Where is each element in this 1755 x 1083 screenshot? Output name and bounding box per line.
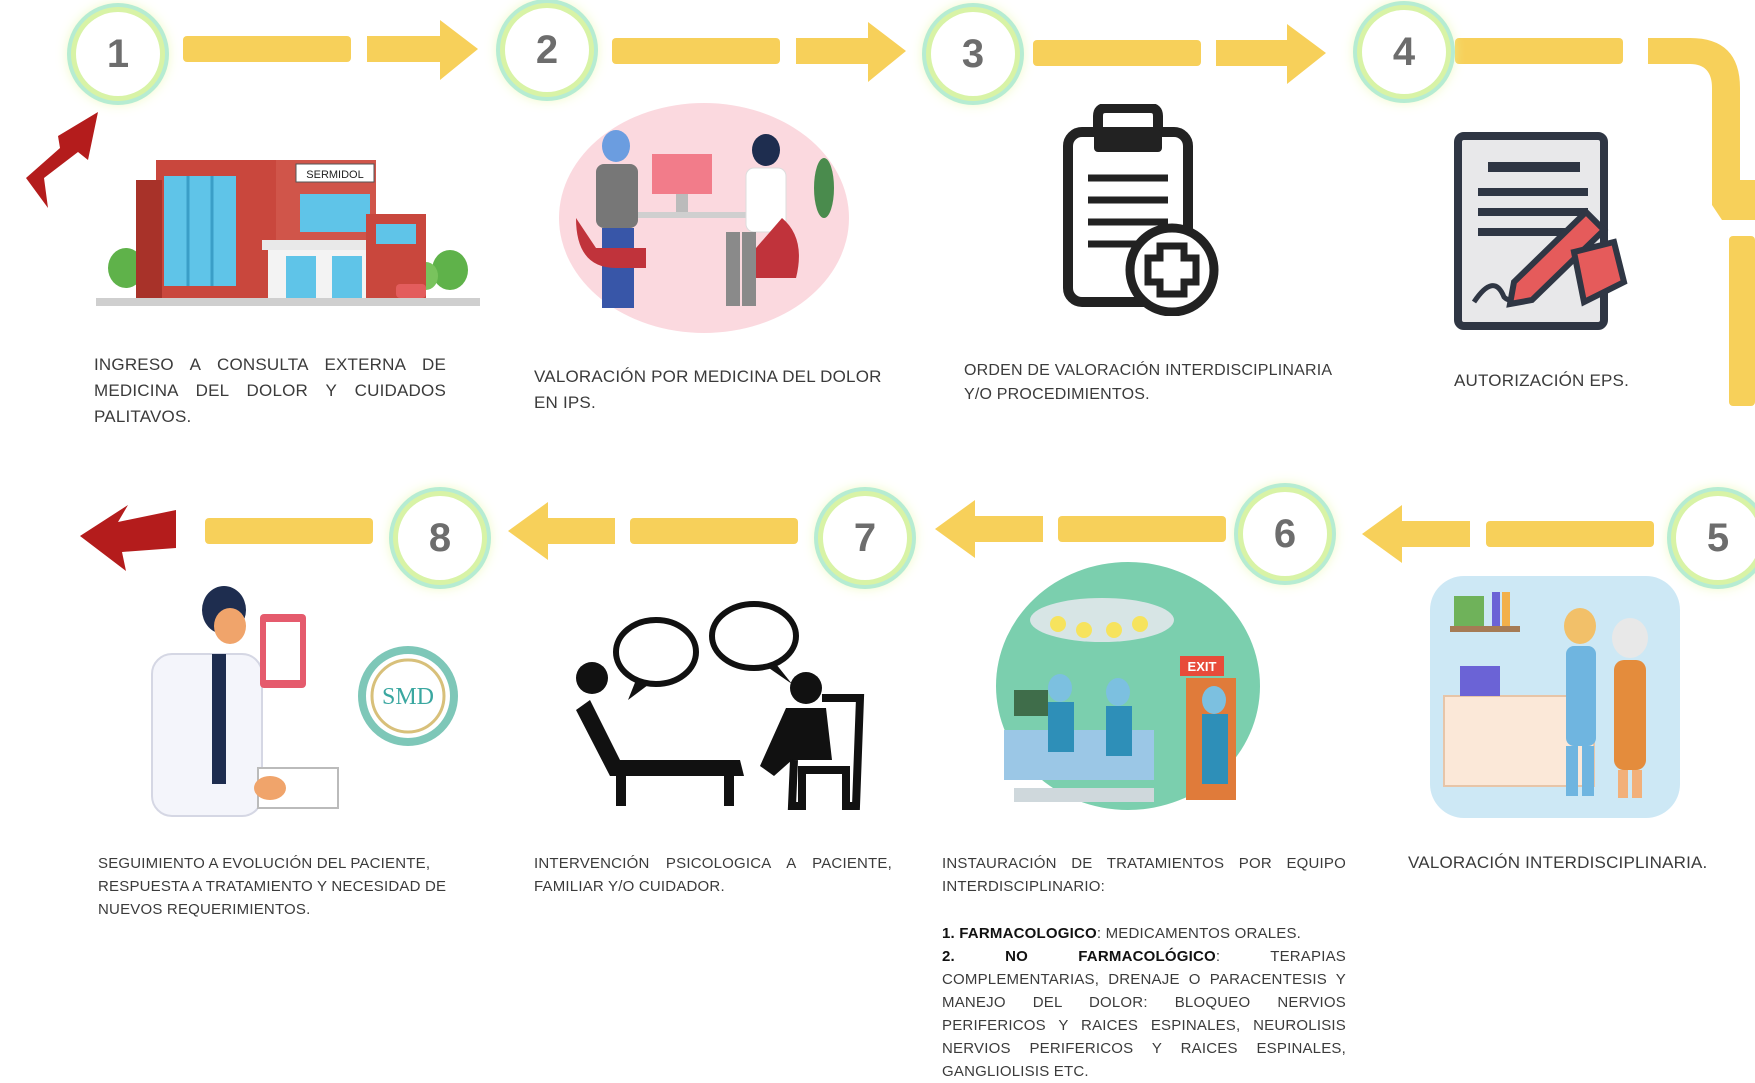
step-6-spacer [942,898,1346,922]
step-5-caption: VALORACIÓN INTERDISCIPLINARIA. [1408,853,1708,872]
hospital-sign: SERMIDOL [306,169,363,181]
step-number-6: 6 [1243,492,1327,576]
step-6-item-1-text: : MEDICAMENTOS ORALES. [1096,925,1302,942]
arrow-1-to-2 [183,20,478,80]
clipboard-plus-icon [1063,104,1219,316]
nurse-elderly-icon [1430,576,1680,818]
end-arrow-icon [80,505,176,571]
step-6-text: INSTAURACIÓN DE TRATAMIENTOS POR EQUIPO … [942,855,1346,895]
operating-room-icon: EXIT [996,562,1260,810]
start-arrow-icon [26,112,98,208]
doctor-followup-icon: SMD [151,586,458,817]
step-number-1: 1 [76,12,160,96]
arrow-4-to-5 [1455,38,1755,406]
psychology-session-icon [576,601,865,810]
step-2-caption: VALORACIÓN POR MEDICINA DEL DOLOR EN IPS… [534,367,882,412]
arrow-3-to-4 [1033,24,1326,84]
exit-sign: EXIT [1188,659,1217,674]
step-number-4: 4 [1362,10,1446,94]
step-6-item-2: 2. NO FARMACOLÓGICO: TERAPIAS COMPLEMENT… [942,945,1346,1083]
step-number-7: 7 [823,496,907,580]
doctor-consultation-icon [559,103,849,333]
arrow-6-to-7 [935,500,1226,558]
step-number-5: 5 [1676,496,1755,580]
smd-logo: SMD [382,684,434,710]
step-number-3: 3 [931,12,1015,96]
step-7-caption: INTERVENCIÓN PSICOLOGICA A PACIENTE, FAM… [534,855,892,895]
signing-document-icon [1454,132,1628,330]
step-4-caption: AUTORIZACIÓN EPS. [1454,371,1630,390]
hospital-building-icon: SERMIDOL [96,160,480,306]
step-6-item-2-label: 2. NO FARMACOLÓGICO [942,948,1216,965]
step-3-caption: ORDEN DE VALORACIÓN INTERDISCIPLINARIA Y… [964,362,1332,403]
step-1-caption: INGRESO A CONSULTA EXTERNA DE MEDICINA D… [94,355,446,426]
step-6-item-1: 1. FARMACOLOGICO: MEDICAMENTOS ORALES. [942,922,1346,945]
step-6-item-2-text: : TERAPIAS COMPLEMENTARIAS, DRENAJE O PA… [942,948,1346,1080]
arrow-5-to-6 [1362,505,1654,563]
arrow-8-to-end [205,518,373,544]
step-6-item-1-label: 1. FARMACOLOGICO [942,925,1097,942]
arrow-7-to-8 [508,502,798,560]
arrow-2-to-3 [612,22,906,82]
step-number-8: 8 [398,496,482,580]
step-8-caption: SEGUIMIENTO A EVOLUCIÓN DEL PACIENTE, RE… [98,855,447,918]
step-6-caption: INSTAURACIÓN DE TRATAMIENTOS POR EQUIPO … [942,852,1346,1083]
step-number-2: 2 [505,8,589,92]
